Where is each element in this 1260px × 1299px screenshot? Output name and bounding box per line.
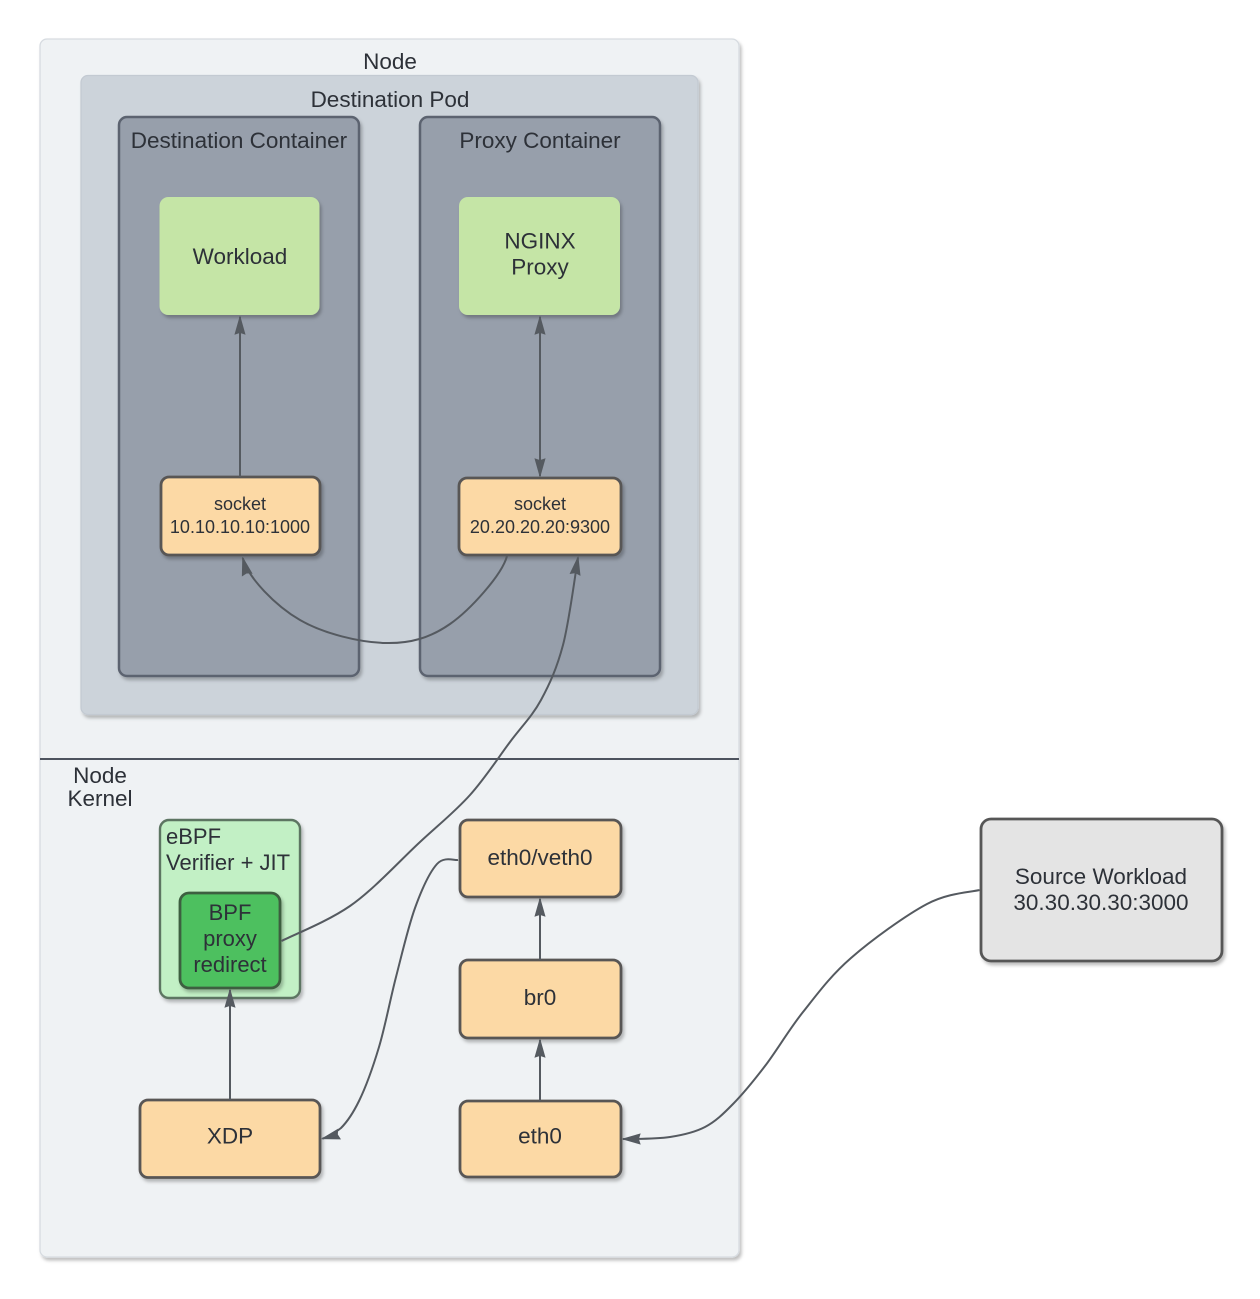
svg-text:socket: socket bbox=[214, 494, 266, 514]
svg-text:br0: br0 bbox=[524, 985, 557, 1010]
svg-text:Node: Node bbox=[363, 49, 417, 74]
svg-text:Verifier + JIT: Verifier + JIT bbox=[166, 850, 290, 875]
svg-text:eth0: eth0 bbox=[518, 1124, 562, 1149]
svg-text:eth0/veth0: eth0/veth0 bbox=[487, 845, 592, 870]
svg-text:Kernel: Kernel bbox=[67, 786, 132, 811]
svg-text:20.20.20.20:9300: 20.20.20.20:9300 bbox=[470, 517, 610, 537]
svg-text:Destination Container: Destination Container bbox=[131, 128, 348, 153]
svg-text:Node: Node bbox=[73, 763, 127, 788]
svg-text:Proxy Container: Proxy Container bbox=[459, 128, 621, 153]
svg-text:eBPF: eBPF bbox=[166, 824, 221, 849]
svg-text:10.10.10.10:1000: 10.10.10.10:1000 bbox=[170, 517, 310, 537]
svg-text:socket: socket bbox=[514, 494, 566, 514]
svg-text:30.30.30.30:3000: 30.30.30.30:3000 bbox=[1013, 890, 1188, 915]
svg-text:proxy: proxy bbox=[203, 926, 257, 951]
svg-text:XDP: XDP bbox=[207, 1124, 253, 1149]
svg-text:Workload: Workload bbox=[193, 244, 288, 269]
svg-text:BPF: BPF bbox=[209, 900, 252, 925]
svg-text:NGINX: NGINX bbox=[504, 229, 575, 254]
svg-text:Proxy: Proxy bbox=[511, 255, 569, 280]
svg-text:Destination Pod: Destination Pod bbox=[311, 87, 470, 112]
svg-text:Source Workload: Source Workload bbox=[1015, 864, 1187, 889]
svg-text:redirect: redirect bbox=[193, 952, 266, 977]
